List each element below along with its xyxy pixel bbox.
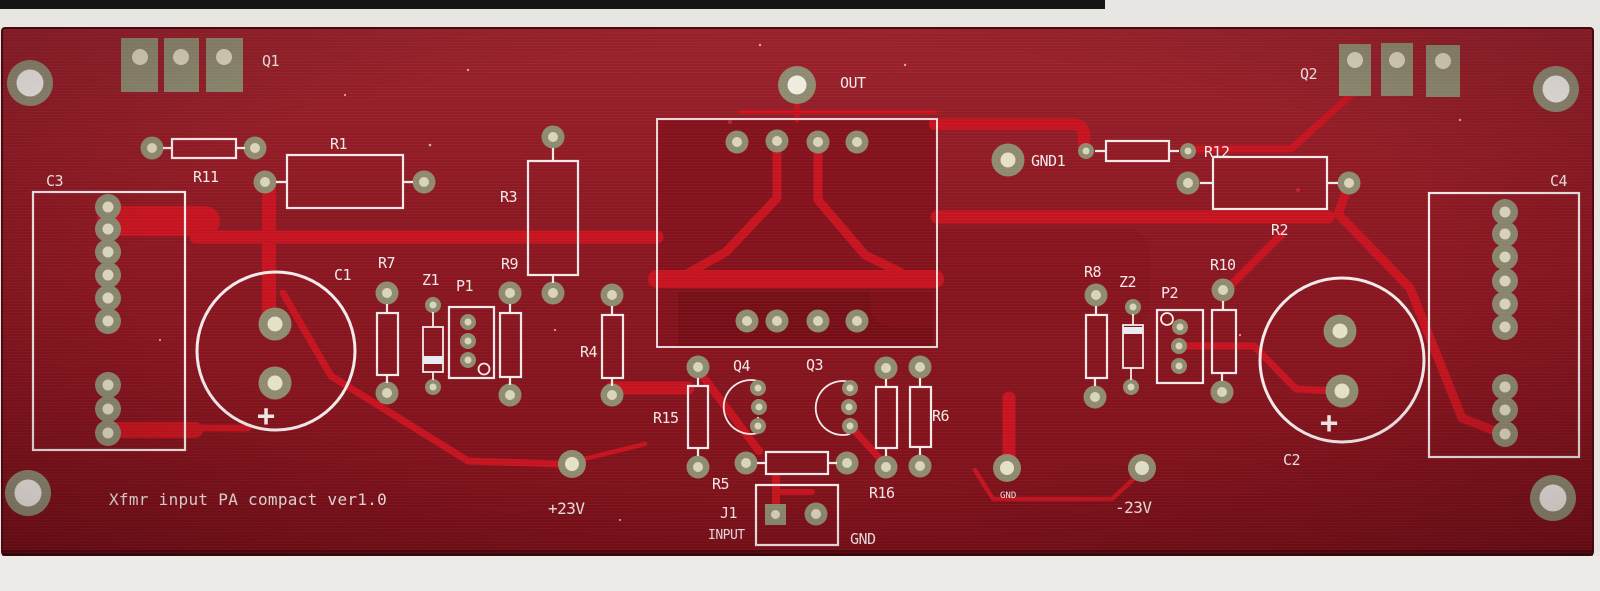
scan-bottom-band	[0, 556, 1600, 591]
vignette-overlay	[2, 28, 1593, 555]
scan-edge-dark-strip	[0, 0, 1105, 9]
